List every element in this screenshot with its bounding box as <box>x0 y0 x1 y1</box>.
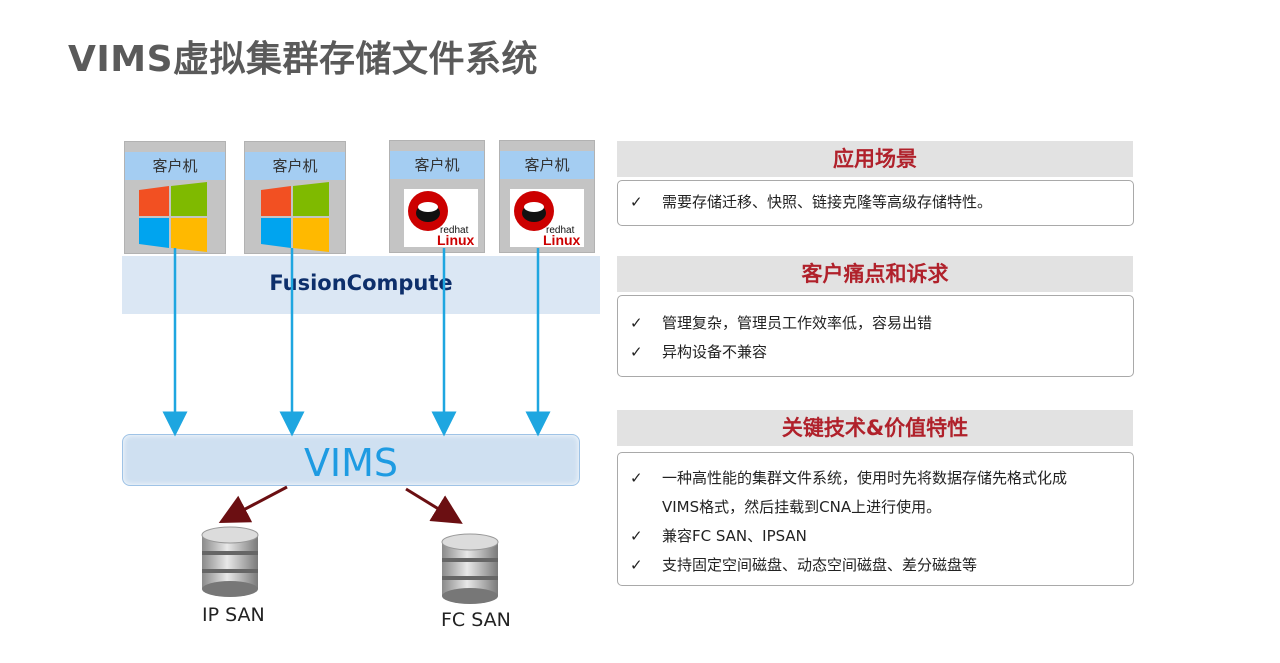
diagram-arrows <box>162 248 551 604</box>
arrow-vims-to-fcsan <box>405 487 463 524</box>
check-icon: ✓ <box>630 343 643 361</box>
client-label: 客户机 <box>125 152 225 180</box>
ip-san-database-icon <box>201 526 259 597</box>
list-item: ✓ 兼容FC SAN、IPSAN <box>618 522 1133 551</box>
list-item: ✓ 支持固定空间磁盘、动态空间磁盘、差分磁盘等 <box>618 551 1133 580</box>
page-title: VIMS虚拟集群存储文件系统 <box>68 39 539 80</box>
list-item-text: 支持固定空间磁盘、动态空间磁盘、差分磁盘等 <box>662 556 978 574</box>
client-machine-1: 客户机 <box>124 141 226 254</box>
windows-logo-icon <box>261 182 329 252</box>
list-item-text: 管理复杂，管理员工作效率低，容易出错 <box>662 314 933 332</box>
ip-san-label: IP SAN <box>202 604 265 626</box>
section-box-key-tech: ✓ 一种高性能的集群文件系统，使用时先将数据存储先格式化成 VIMS格式，然后挂… <box>617 452 1134 586</box>
client-machine-2: 客户机 <box>244 141 346 254</box>
windows-logo-icon <box>139 182 207 252</box>
arrow-vims-to-ipsan <box>218 485 288 523</box>
linux-text: Linux <box>543 232 581 247</box>
section-heading-pain-points: 客户痛点和诉求 <box>617 256 1133 292</box>
client-label: 客户机 <box>390 151 484 179</box>
list-item-text: 异构设备不兼容 <box>662 343 768 361</box>
section-box-pain-points: ✓ 管理复杂，管理员工作效率低，容易出错 ✓ 异构设备不兼容 <box>617 295 1134 377</box>
redhat-text: redhat <box>546 225 575 236</box>
fusioncompute-label: FusionCompute <box>269 271 453 295</box>
redhat-linux-logo-icon: redhat Linux <box>404 189 478 247</box>
fusioncompute-layer: FusionCompute <box>122 256 600 314</box>
list-item-text: 一种高性能的集群文件系统，使用时先将数据存储先格式化成 <box>662 469 1068 487</box>
list-item-continuation: VIMS格式，然后挂载到CNA上进行使用。 <box>662 498 942 516</box>
list-item: ✓ 一种高性能的集群文件系统，使用时先将数据存储先格式化成 <box>618 464 1133 493</box>
check-icon: ✓ <box>630 469 643 487</box>
redhat-text: redhat <box>440 225 469 236</box>
list-item: ✓ 异构设备不兼容 <box>618 338 1133 367</box>
fc-san-database-icon <box>441 533 499 604</box>
vims-layer: VIMS <box>122 434 580 486</box>
client-machine-3: 客户机 redhat Linux <box>389 140 485 253</box>
client-label: 客户机 <box>500 151 594 179</box>
client-label: 客户机 <box>245 152 345 180</box>
redhat-linux-logo-icon: redhat Linux <box>510 189 584 247</box>
list-item: ✓ 需要存储迁移、快照、链接克隆等高级存储特性。 <box>618 188 1133 217</box>
vims-label: VIMS <box>303 441 399 485</box>
check-icon: ✓ <box>630 527 643 545</box>
list-item-text: 需要存储迁移、快照、链接克隆等高级存储特性。 <box>662 193 993 211</box>
section-box-scenario: ✓ 需要存储迁移、快照、链接克隆等高级存储特性。 <box>617 180 1134 226</box>
section-heading-scenario: 应用场景 <box>617 141 1133 177</box>
client-machine-4: 客户机 redhat Linux <box>499 140 595 253</box>
check-icon: ✓ <box>630 314 643 332</box>
fc-san-label: FC SAN <box>441 609 511 631</box>
linux-text: Linux <box>437 232 475 247</box>
list-item: ✓ 管理复杂，管理员工作效率低，容易出错 <box>618 309 1133 338</box>
check-icon: ✓ <box>630 556 643 574</box>
list-item-text: 兼容FC SAN、IPSAN <box>662 527 807 545</box>
section-heading-key-tech: 关键技术&价值特性 <box>617 410 1133 446</box>
check-icon: ✓ <box>630 193 643 211</box>
